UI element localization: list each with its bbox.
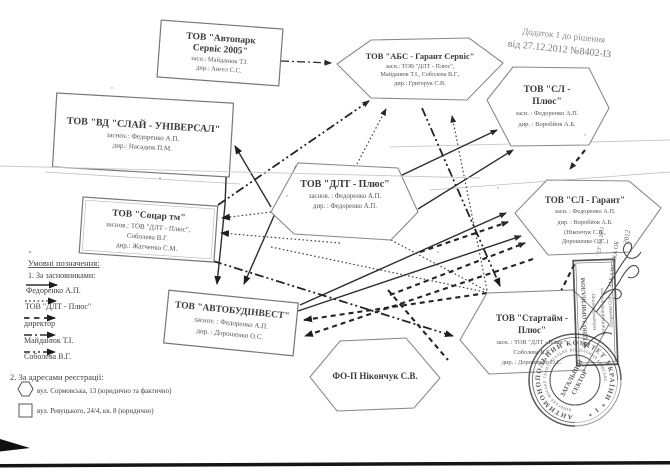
svg-text:дир. : Воробйов А.Б.: дир. : Воробйов А.Б. bbox=[518, 121, 576, 128]
svg-text:(Нікончук С.В.,: (Нікончук С.В., bbox=[564, 229, 606, 236]
svg-text:2. За адресами реєстрації:: 2. За адресами реєстрації: bbox=[10, 372, 104, 382]
svg-text:ЗГІДНО З ОРИГІНАЛОМ: ЗГІДНО З ОРИГІНАЛОМ bbox=[581, 277, 589, 347]
svg-text:ТОВ "Соцар тм": ТОВ "Соцар тм" bbox=[112, 209, 186, 224]
svg-text:Плюс": Плюс" bbox=[532, 97, 561, 107]
svg-text:вул. Ревуцького, 24/4, кв. 8 (: вул. Ревуцького, 24/4, кв. 8 (юридично) bbox=[37, 407, 154, 415]
svg-text:ТОВ "ДЛТ - Плюс": ТОВ "ДЛТ - Плюс" bbox=[25, 302, 91, 311]
svg-text:засн.: ТОВ "ДЛТ - Плюс",: засн.: ТОВ "ДЛТ - Плюс", bbox=[386, 63, 455, 70]
svg-text:дир. : Федоренко А.П.: дир. : Федоренко А.П. bbox=[313, 203, 377, 210]
svg-text:Майданюк Т.І.: Майданюк Т.І. bbox=[24, 336, 73, 345]
svg-text:Майданюк Т.І., Соболева В.Г.,: Майданюк Т.І., Соболева В.Г., bbox=[380, 71, 460, 78]
svg-text:Соболева В.Г.: Соболева В.Г. bbox=[127, 232, 169, 243]
svg-text:ТОВ "СЛ -: ТОВ "СЛ - bbox=[524, 85, 571, 95]
svg-text:2012: 2012 bbox=[622, 229, 632, 244]
svg-text:дир.: Насадюк П.М.: дир.: Насадюк П.М. bbox=[112, 141, 172, 152]
svg-text:Умовні позначення:: Умовні позначення: bbox=[28, 258, 100, 268]
svg-text:організаційної роботи: організаційної роботи bbox=[600, 288, 607, 335]
svg-text:1. За засновниками:: 1. За засновниками: bbox=[28, 271, 95, 280]
svg-text:ТОВ "Стартайм -: ТОВ "Стартайм - bbox=[496, 313, 568, 323]
svg-text:Соболева В.Г.: Соболева В.Г. bbox=[513, 349, 551, 356]
svg-text:засн. : Федоренко А.П.: засн. : Федоренко А.П. bbox=[555, 208, 616, 215]
svg-text:дир.: Ангел С.С.: дир.: Ангел С.С. bbox=[196, 64, 242, 74]
svg-text:Плюс": Плюс" bbox=[518, 325, 546, 335]
svg-text:Сервіс 2005": Сервіс 2005" bbox=[192, 42, 248, 57]
svg-text:Соболева В.Г.: Соболева В.Г. bbox=[24, 352, 71, 361]
svg-text:засн. : Федоренко А.П.: засн. : Федоренко А.П. bbox=[516, 110, 579, 117]
svg-text:Лазаренко О.В.: Лазаренко О.В. bbox=[608, 295, 614, 328]
svg-text:засн.: Майданюк Т.І.: засн.: Майданюк Т.І. bbox=[191, 55, 249, 66]
svg-text:заснов. : Федоренко А.П.: заснов. : Федоренко А.П. bbox=[309, 193, 382, 200]
svg-text:Дорошенко О.С.): Дорошенко О.С.) bbox=[562, 238, 608, 245]
svg-text:завідувач сектору: завідувач сектору bbox=[591, 293, 597, 331]
svg-text:ТОВ "ДЛТ - Плюс": ТОВ "ДЛТ - Плюс" bbox=[300, 179, 389, 190]
svg-text:дир. : Воробйов А.Б.: дир. : Воробйов А.Б. bbox=[557, 219, 613, 226]
svg-text:засн. : ТОВ "ДЛТ - Плюс",: засн. : ТОВ "ДЛТ - Плюс", bbox=[496, 339, 568, 346]
svg-text:вул. Сормовська, 13 (юридично: вул. Сормовська, 13 (юридично та фактичн… bbox=[37, 387, 172, 395]
svg-text:"23" 04 2012: "23" 04 2012 bbox=[596, 226, 606, 256]
svg-text:ТОВ "АБС - Гарант Сервіс": ТОВ "АБС - Гарант Сервіс" bbox=[366, 51, 475, 61]
svg-text:ТОВ "СЛ - Гарант": ТОВ "СЛ - Гарант" bbox=[545, 195, 625, 205]
svg-text:дир.: Григорук С.В.: дир.: Григорук С.В. bbox=[394, 80, 446, 87]
svg-text:директор: директор bbox=[24, 319, 55, 328]
svg-text:Федоренко А.П.: Федоренко А.П. bbox=[26, 286, 81, 295]
svg-text:ФО-П Нікончук С.В.: ФО-П Нікончук С.В. bbox=[332, 371, 417, 381]
